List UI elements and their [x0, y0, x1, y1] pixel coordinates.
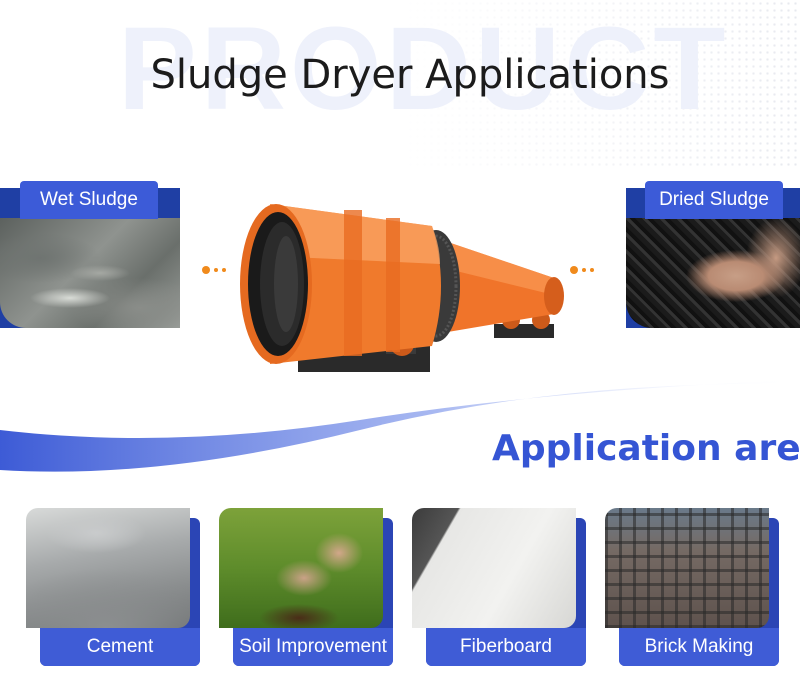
wet-sludge-image: [0, 218, 180, 328]
dried-sludge-label: Dried Sludge: [645, 181, 783, 219]
wet-sludge-label: Wet Sludge: [20, 181, 158, 219]
dot-texture: [400, 0, 800, 170]
application-card-brick-making: Brick Making: [605, 508, 783, 666]
application-label: Cement: [40, 628, 200, 666]
cement-image: [26, 508, 190, 628]
fiberboard-image: [412, 508, 576, 628]
flow-arrow-left-icon: [202, 266, 226, 274]
soil-improvement-image: [219, 508, 383, 628]
application-area-heading: Application area: [492, 428, 800, 469]
watermark-text: PRODUCT: [118, 3, 730, 135]
application-card-fiberboard: Fiberboard: [412, 508, 590, 666]
flow-arrow-right-icon: [570, 266, 594, 274]
application-label: Fiberboard: [426, 628, 586, 666]
application-card-soil-improvement: Soil Improvement: [219, 508, 397, 666]
dried-sludge-image: [626, 218, 800, 328]
brick-making-image: [605, 508, 769, 628]
wave-divider: [0, 380, 800, 472]
application-label: Brick Making: [619, 628, 779, 666]
rotary-drum-dryer-image: [240, 204, 564, 372]
application-card-cement: Cement: [26, 508, 204, 666]
application-label: Soil Improvement: [233, 628, 393, 666]
page-title: Sludge Dryer Applications: [150, 52, 670, 98]
